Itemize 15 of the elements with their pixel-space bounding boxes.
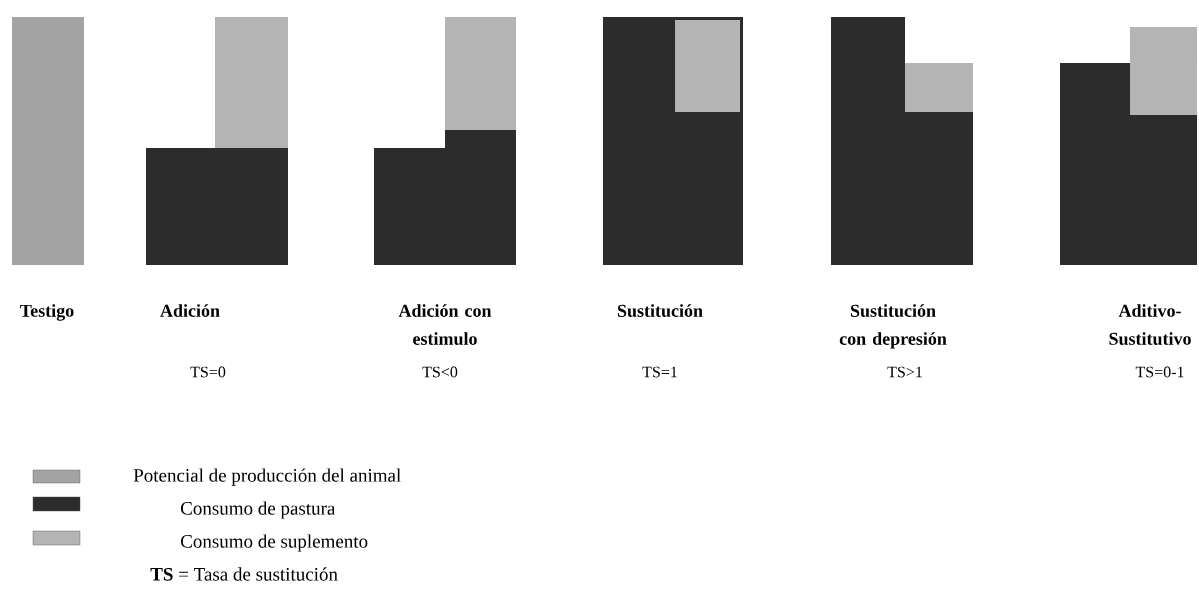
column-title: Aditivo-Sustitutivo [1109,304,1191,345]
legend-text: Consumo de suplemento [181,534,368,552]
column-title: Sustitución [617,304,703,317]
legend-text: Consumo de pastura [181,501,336,519]
substitution-rate: TS<0 [422,366,458,378]
legend-text: TS = Tasa de sustitución [150,567,338,581]
substitution-rate: TS>1 [887,366,922,378]
column-title: Adición [160,304,220,317]
legend-text: Potencial de producción del animal [133,468,401,486]
substitution-rate: TS=0-1 [1135,366,1184,378]
column-title: Testigo [20,304,74,321]
column-title: Sustitución con depresión [839,304,947,349]
column-title: Adición con estimulo [398,304,492,345]
substitution-rate: TS=0 [190,366,226,378]
substitution-rate: TS=1 [642,366,677,378]
